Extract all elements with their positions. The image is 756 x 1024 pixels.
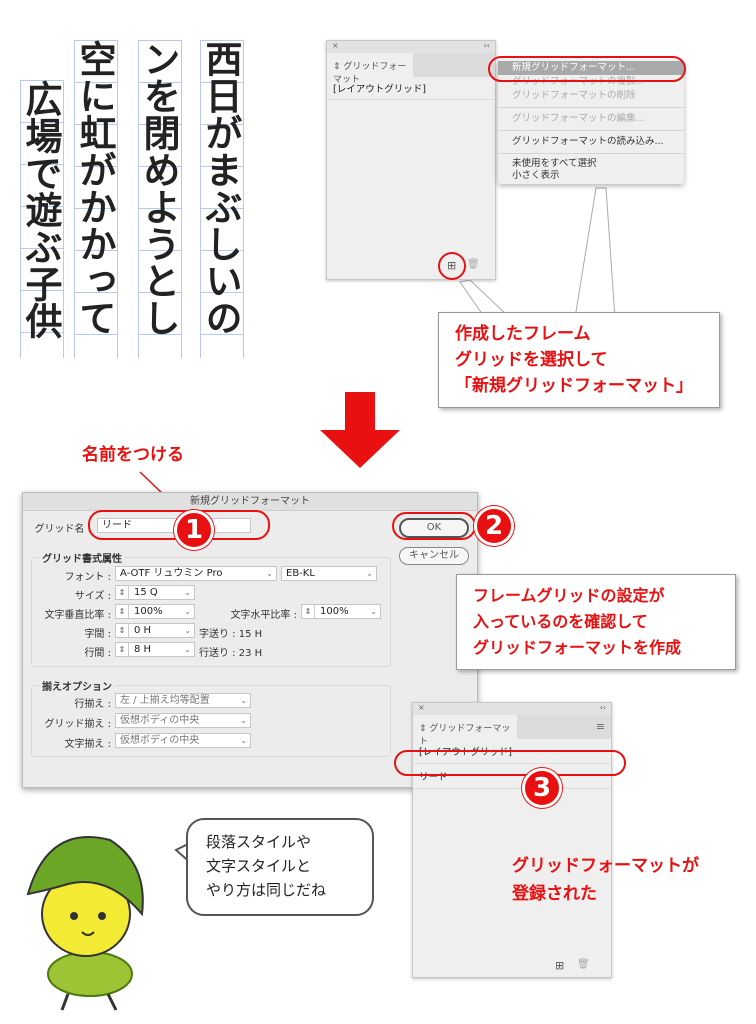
char-align-label: 文字揃え : [64, 739, 111, 750]
tab-grid-format[interactable]: ⇕ グリッドフォーマット [413, 715, 517, 747]
grid-format-panel: ×‹‹ ⇕ グリッドフォーマット [レイアウトグリッド] ⊞ 🗑 [326, 40, 496, 280]
callout-line: 「新規グリッドフォーマット」 [455, 376, 693, 396]
value: 100% [320, 606, 349, 617]
text-column: 広場で遊ぶ子供 [20, 80, 64, 358]
panel-menu-icon[interactable]: ≡ [595, 720, 605, 733]
menu-item-load[interactable]: グリッドフォーマットの読み込み... [512, 136, 664, 147]
group-title: 揃えオプション [39, 678, 115, 693]
annotation-name: 名前をつける [82, 445, 184, 465]
new-format-icon[interactable]: ⊞ [555, 959, 565, 972]
hscale-label: 文字水平比率 : [230, 610, 297, 621]
grid-align-label: グリッド揃え : [44, 719, 111, 730]
step-badge: 2 [474, 506, 514, 546]
tracking-input[interactable]: ⇕0 H⌄ [115, 623, 195, 638]
text-column: 西日がまぶしいの [200, 40, 244, 358]
callout-top: 作成したフレーム グリッドを選択して 「新規グリッドフォーマット」 [438, 312, 720, 408]
tracking-label: 字間 : [84, 629, 111, 640]
menu-item-edit[interactable]: グリッドフォーマットの編集... [512, 113, 645, 124]
highlight-ring [392, 512, 476, 540]
down-arrow-icon [320, 392, 400, 468]
size-label: サイズ : [74, 591, 111, 602]
value: 0 H [134, 625, 152, 636]
tab-grid-format[interactable]: ⇕ グリッドフォーマット [327, 53, 413, 85]
collapse-icon[interactable]: ‹‹ [599, 703, 606, 712]
mascot-character [26, 836, 144, 1011]
annotation-line: 登録された [512, 884, 597, 904]
value: EB-KL [286, 568, 315, 579]
font-select[interactable]: A-OTF リュウミン Pro⌄ [115, 566, 277, 581]
list-item[interactable]: リード [413, 764, 611, 789]
menu-item-new[interactable]: 新規グリッドフォーマット... [498, 61, 684, 75]
callout-line: フレームグリッドの設定が [473, 586, 665, 605]
char-align-select[interactable]: 仮想ボディの中央⌄ [115, 733, 251, 748]
vscale-label: 文字垂直比率 : [44, 610, 111, 621]
grid-align-select[interactable]: 仮想ボディの中央⌄ [115, 713, 251, 728]
callout-line: グリッドフォーマットを作成 [473, 638, 682, 657]
step-badge: 1 [174, 510, 214, 550]
speech-line: 文字スタイルと [206, 857, 312, 875]
value: 左 / 上揃え均等配置 [120, 695, 210, 706]
speech-bubble: 段落スタイルや 文字スタイルと やり方は同じだね [186, 818, 374, 916]
size-input[interactable]: ⇕15 Q⌄ [115, 585, 195, 600]
cancel-button[interactable]: キャンセル [399, 547, 469, 565]
value: 仮想ボディの中央 [120, 735, 200, 746]
value: 8 H [134, 644, 152, 655]
step-badge: 3 [522, 768, 562, 808]
menu-item-delete[interactable]: グリッドフォーマットの削除 [512, 90, 636, 101]
line-advance: 行送り : 23 H [199, 648, 263, 659]
speech-line: 段落スタイルや [206, 833, 312, 851]
callout-mid: フレームグリッドの設定が 入っているのを確認して グリッドフォーマットを作成 [456, 574, 736, 670]
menu-item-small-view[interactable]: 小さく表示 [512, 170, 560, 181]
callout-line: グリッドを選択して [455, 350, 608, 370]
menu-item-select-unused[interactable]: 未使用をすべて選択 [512, 158, 597, 169]
line-align-label: 行揃え : [74, 699, 111, 710]
value: 仮想ボディの中央 [120, 715, 200, 726]
annotation-registered: グリッドフォーマットが 登録された [512, 852, 699, 908]
dialog-title: 新規グリッドフォーマット [23, 493, 477, 511]
group-title: グリッド書式属性 [39, 550, 125, 565]
close-icon[interactable]: × [418, 703, 425, 712]
leading-label: 行間 : [84, 648, 111, 659]
trash-icon[interactable]: 🗑 [577, 959, 590, 970]
tab-label: グリッドフォーマット [333, 62, 407, 85]
char-advance: 字送り : 15 H [199, 629, 263, 640]
list-item[interactable]: [レイアウトグリッド] [327, 77, 495, 100]
leading-input[interactable]: ⇕8 H⌄ [115, 642, 195, 657]
value: 15 Q [134, 587, 158, 598]
line-align-select[interactable]: 左 / 上揃え均等配置⌄ [115, 693, 251, 708]
callout-line: 作成したフレーム [455, 324, 591, 344]
font-style-select[interactable]: EB-KL⌄ [281, 566, 377, 581]
value: 100% [134, 606, 163, 617]
trash-icon[interactable]: 🗑 [467, 259, 480, 270]
collapse-icon[interactable]: ‹‹ [483, 41, 490, 50]
highlight-ring [488, 56, 686, 82]
hscale-input[interactable]: ⇕100%⌄ [301, 604, 381, 619]
tab-label: グリッドフォーマット [419, 724, 511, 747]
font-label: フォント : [64, 572, 111, 583]
highlight-ring [438, 252, 466, 280]
name-label: グリッド名 : [34, 524, 91, 535]
value: A-OTF リュウミン Pro [120, 568, 223, 579]
grid-format-panel-result: × ‹‹ ⇕ グリッドフォーマット ≡ [レイアウトグリッド] リード ⊞ 🗑 [412, 702, 612, 978]
close-icon[interactable]: × [332, 41, 339, 50]
callout-line: 入っているのを確認して [473, 612, 648, 631]
new-grid-format-dialog: 新規グリッドフォーマット グリッド名 : リード OK キャンセル グリッド書式… [22, 492, 478, 788]
annotation-line: グリッドフォーマットが [512, 856, 699, 876]
vscale-input[interactable]: ⇕100%⌄ [115, 604, 195, 619]
text-column: 空に虹がかかって [74, 40, 118, 358]
text-column: ンを閉めようとし [138, 40, 182, 358]
speech-line: やり方は同じだね [206, 881, 327, 899]
list-item[interactable]: [レイアウトグリッド] [413, 739, 611, 764]
highlight-ring [394, 750, 626, 776]
